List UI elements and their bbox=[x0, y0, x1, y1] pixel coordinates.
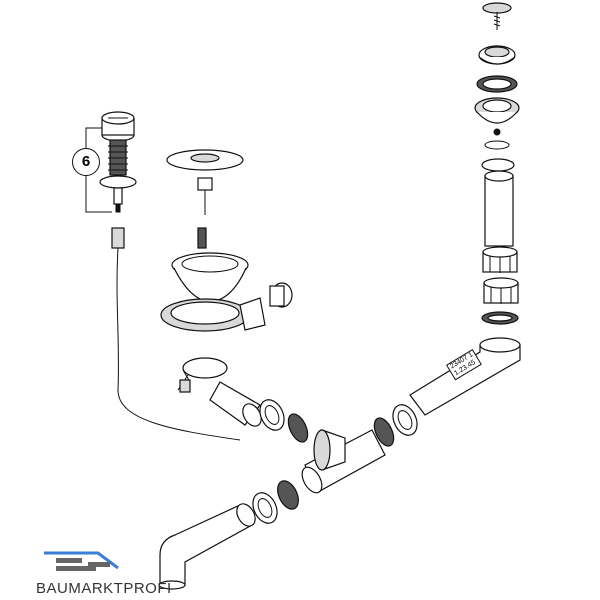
sealing-ring-inner bbox=[482, 78, 512, 90]
vertical-tube bbox=[484, 170, 514, 247]
seal-ring-inner bbox=[487, 314, 513, 322]
nut-right bbox=[392, 404, 418, 436]
nut-bottom bbox=[252, 492, 278, 524]
strainer-cover bbox=[478, 45, 516, 65]
diagonal-pipe-upper bbox=[409, 337, 521, 416]
overflow-connector bbox=[269, 282, 293, 308]
seal-left bbox=[287, 413, 309, 443]
nut-left bbox=[259, 399, 285, 431]
sink-strainer-plug bbox=[166, 149, 244, 215]
washer bbox=[481, 158, 515, 172]
drain-body-upper bbox=[474, 97, 520, 124]
plug-spring bbox=[197, 227, 207, 249]
t-junction bbox=[301, 429, 386, 494]
small-screw bbox=[493, 128, 501, 136]
drain-body bbox=[160, 297, 266, 332]
seal-right bbox=[373, 417, 395, 447]
nut-upper bbox=[482, 246, 518, 273]
logo-mark bbox=[44, 551, 119, 571]
elbow-pipe-bottom bbox=[158, 503, 256, 590]
nut-lower bbox=[483, 277, 519, 304]
part-callout-number: 6 bbox=[72, 148, 100, 176]
drain-outlet-pipe bbox=[209, 381, 262, 427]
bowden-cable bbox=[111, 227, 241, 441]
o-ring bbox=[484, 140, 510, 150]
top-screw bbox=[482, 2, 512, 30]
seal-bottom bbox=[277, 480, 299, 510]
lever-mechanism bbox=[177, 357, 228, 393]
strainer-basket bbox=[171, 252, 249, 303]
overflow-knob-assembly bbox=[99, 111, 137, 213]
logo-text: BAUMARKTPROFI bbox=[36, 580, 172, 597]
